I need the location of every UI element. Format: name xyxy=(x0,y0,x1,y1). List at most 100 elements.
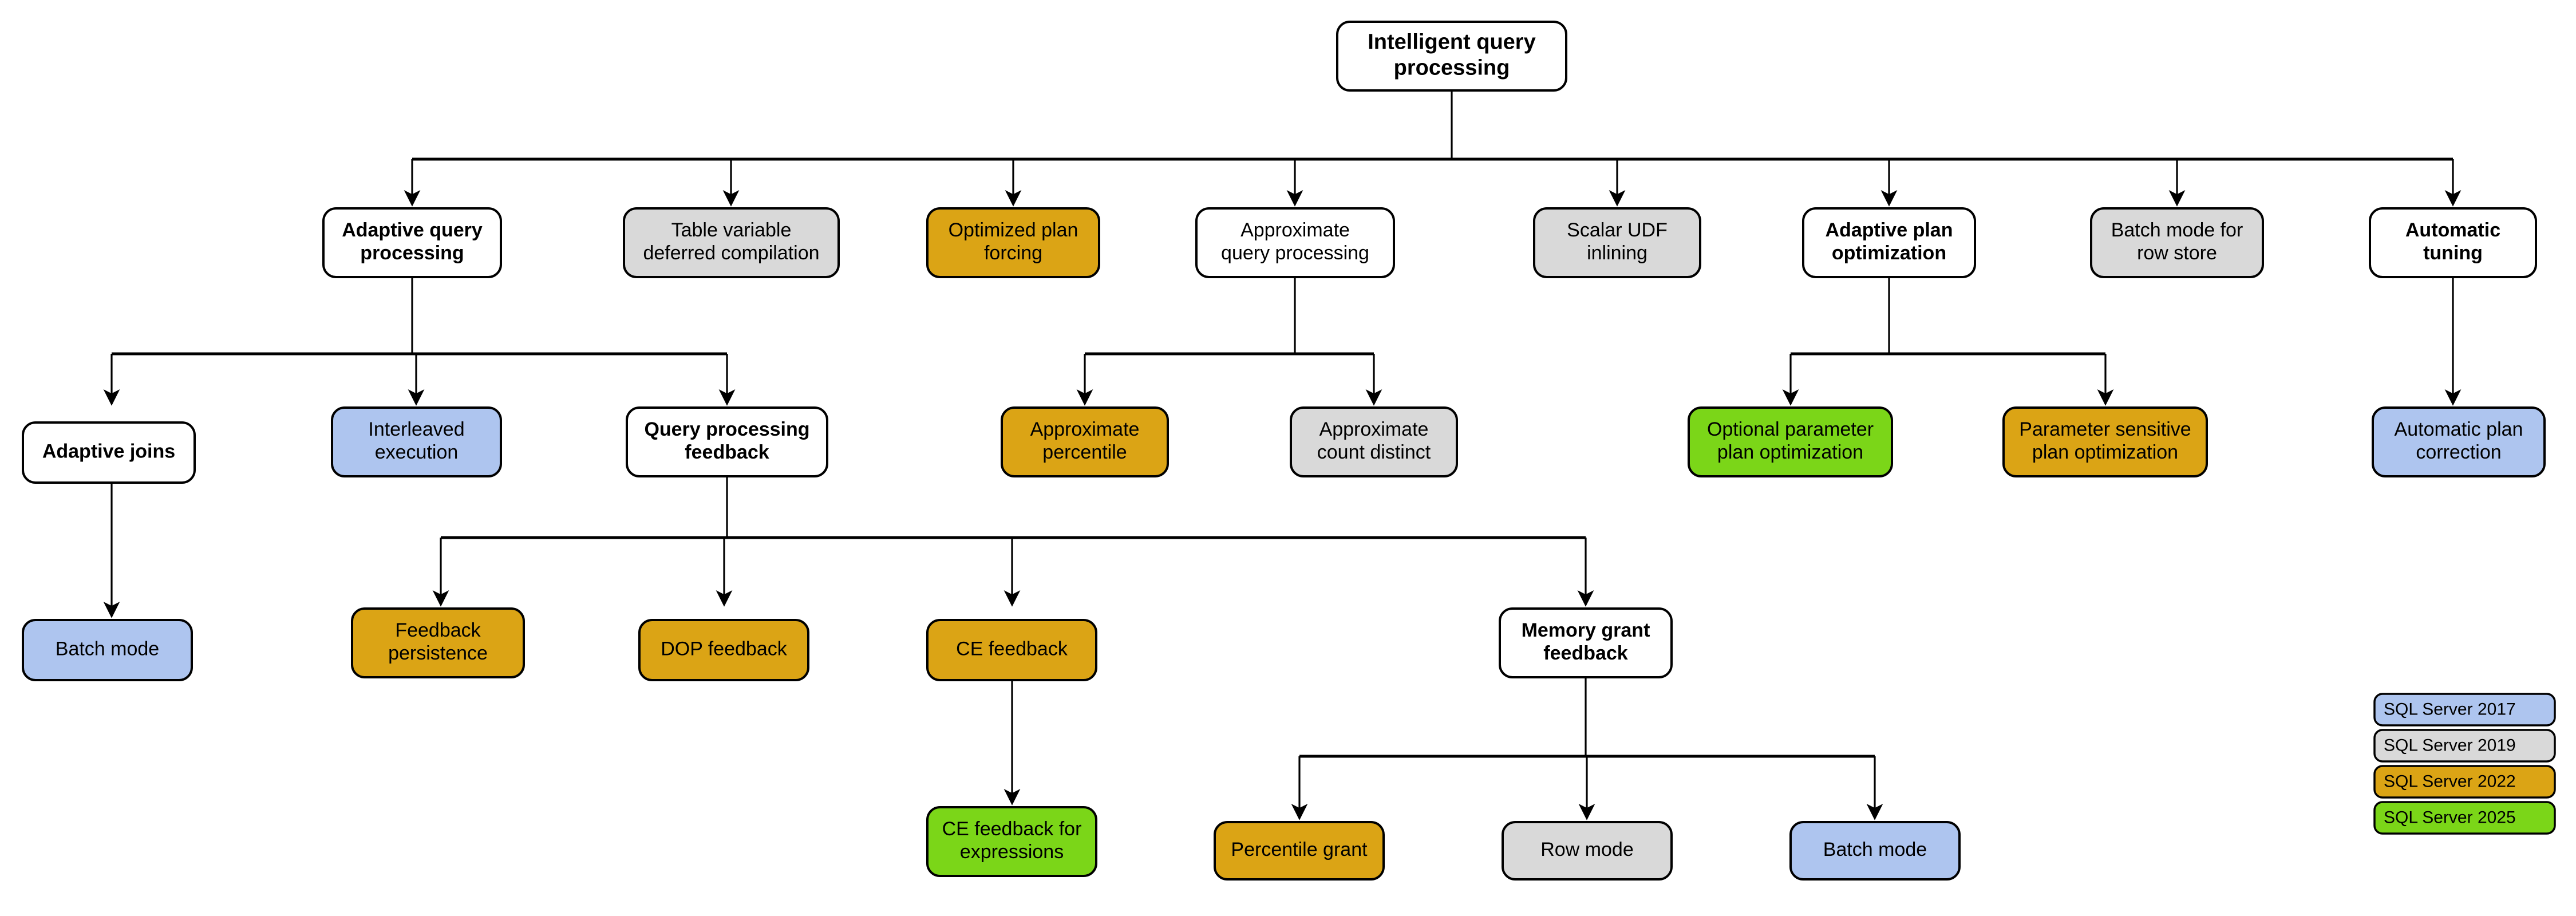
node-box xyxy=(22,421,196,484)
node-box xyxy=(1290,406,1458,477)
connector-group-apo_bus xyxy=(1782,277,2114,406)
legend-label: SQL Server 2022 xyxy=(2384,772,2516,791)
legend-swatch xyxy=(2373,801,2556,835)
node-adaptjoin[interactable]: Adaptive joins xyxy=(22,421,196,484)
node-label: CE feedback xyxy=(956,638,1068,660)
node-box xyxy=(1502,821,1673,881)
node-box xyxy=(926,619,1097,681)
node-box xyxy=(926,207,1100,278)
node-cefb[interactable]: CE feedback xyxy=(926,619,1097,681)
connector-group-mgf_bus xyxy=(1291,677,1883,820)
legend-item-sql-server-2022: SQL Server 2022 xyxy=(2373,765,2556,799)
legend-item-sql-server-2019: SQL Server 2019 xyxy=(2373,729,2556,763)
node-box xyxy=(331,406,502,477)
node-box xyxy=(926,806,1097,877)
node-box xyxy=(2090,207,2264,278)
legend-swatch xyxy=(2373,693,2556,727)
node-box xyxy=(626,406,828,477)
node-dopfb[interactable]: DOP feedback xyxy=(638,619,809,681)
node-label: Adaptive joins xyxy=(42,440,175,462)
node-box xyxy=(1001,406,1169,477)
connector-group-qpf_bus xyxy=(432,476,1594,607)
legend-swatch xyxy=(2373,765,2556,799)
legend-item-sql-server-2017: SQL Server 2017 xyxy=(2373,693,2556,727)
legend-label: SQL Server 2017 xyxy=(2384,700,2516,718)
node-box xyxy=(2372,406,2546,477)
node-box xyxy=(1214,821,1385,881)
node-box xyxy=(1533,207,1701,278)
node-label: Percentile grant xyxy=(1231,839,1368,860)
node-box xyxy=(2369,207,2537,278)
node-box xyxy=(1499,607,1673,678)
node-box xyxy=(1336,21,1567,92)
node-rowmode[interactable]: Row mode xyxy=(1502,821,1673,881)
legend-label: SQL Server 2025 xyxy=(2384,808,2516,827)
node-batchmode2[interactable]: Batch mode xyxy=(1789,821,1961,881)
node-box xyxy=(638,619,809,681)
node-label: Row mode xyxy=(1540,839,1634,860)
legend-swatch xyxy=(2373,729,2556,763)
node-box xyxy=(2002,406,2208,477)
legend-label: SQL Server 2019 xyxy=(2384,736,2516,755)
connector-group-approx_bus xyxy=(1076,277,1382,406)
node-batchmode1[interactable]: Batch mode xyxy=(22,619,193,681)
node-box xyxy=(623,207,840,278)
node-box xyxy=(322,207,502,278)
node-label: Batch mode xyxy=(1823,839,1927,860)
node-label: Batch mode xyxy=(56,638,159,660)
node-label: DOP feedback xyxy=(661,638,788,660)
node-pctgrant[interactable]: Percentile grant xyxy=(1214,821,1385,881)
connector-group-root_bus xyxy=(404,90,2462,207)
node-box xyxy=(1802,207,1976,278)
node-box xyxy=(351,607,525,678)
node-box xyxy=(22,619,193,681)
connector-group-aqp_bus xyxy=(103,277,736,406)
connector-layer xyxy=(103,90,2462,820)
node-box xyxy=(1789,821,1961,881)
node-box xyxy=(1195,207,1395,278)
node-box xyxy=(1688,406,1893,477)
